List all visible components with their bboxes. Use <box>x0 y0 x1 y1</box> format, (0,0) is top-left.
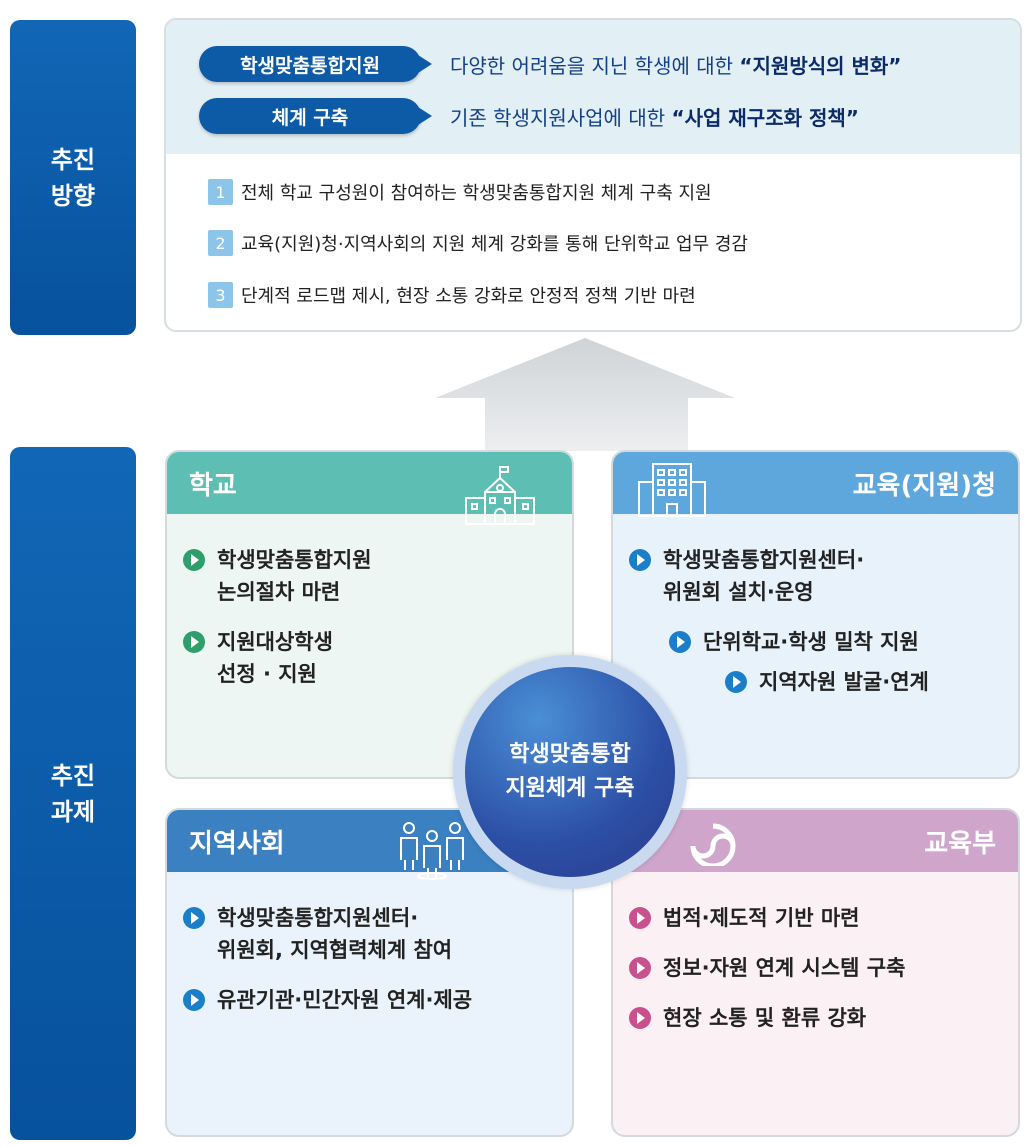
card-title: 지역사회 <box>189 828 285 859</box>
item-text: 유관기관·민간자원 연계·제공 <box>217 988 473 1012</box>
item-text: 학생맞춤통합지원센터· 위원회, 지역협력체계 참여 <box>217 906 453 962</box>
bullet-play-icon <box>183 907 205 929</box>
list-item: 학생맞춤통합지원센터· 위원회, 지역협력체계 참여 <box>183 902 572 966</box>
item-text: 지원대상학생 선정 · 지원 <box>217 630 333 686</box>
pill-emphasis: “지원방식의 변화” <box>739 54 902 78</box>
bullet-play-icon <box>669 631 691 653</box>
arrow-right-icon <box>418 55 432 73</box>
direction-item-text: 교육(지원)청·지역사회의 지원 체계 강화를 통해 단위학교 업무 경감 <box>241 234 748 255</box>
pill-emphasis: “사업 재구조화 정책” <box>671 106 859 130</box>
arrow-right-icon <box>418 107 432 125</box>
bullet-play-icon <box>629 549 651 571</box>
list-item: 현장 소통 및 환류 강화 <box>629 1002 1018 1034</box>
item-text: 현장 소통 및 환류 강화 <box>663 1006 867 1030</box>
bullet-play-icon <box>629 957 651 979</box>
pill-system-build: 체계 구축 <box>199 98 421 134</box>
center-goal-circle: 학생맞춤통합 지원체계 구축 <box>453 655 687 889</box>
bullet-play-icon <box>629 907 651 929</box>
bullet-play-icon <box>629 1007 651 1029</box>
list-item: 학생맞춤통합지원센터· 위원회 설치·운영 <box>629 544 1018 608</box>
direction-panel: 학생맞춤통합지원 다양한 어려움을 지닌 학생에 대한 “지원방식의 변화” 체… <box>164 18 1022 332</box>
list-item: 단위학교·학생 밀착 지원 <box>669 626 1018 658</box>
card-title: 학교 <box>189 470 237 501</box>
people-icon <box>400 822 464 880</box>
item-text: 법적·제도적 기반 마련 <box>663 906 860 930</box>
item-text: 학생맞춤통합지원 논의절차 마련 <box>217 548 372 604</box>
card-community: 지역사회 학생맞춤통합지원센터· 위원회, 지역협력체계 참여 유관기관·민간자… <box>165 808 574 1137</box>
list-item: 학생맞춤통합지원 논의절차 마련 <box>183 544 572 608</box>
list-item: 유관기관·민간자원 연계·제공 <box>183 984 572 1016</box>
direction-item: 1 전체 학교 구성원이 참여하는 학생맞춤통합지원 체계 구축 지원 <box>208 179 712 205</box>
pill-description: 다양한 어려움을 지닌 학생에 대한 “지원방식의 변화” <box>450 50 901 79</box>
direction-label: 추진 방향 <box>10 20 136 335</box>
card-title: 교육(지원)청 <box>852 470 996 501</box>
list-item: 지역자원 발굴·연계 <box>725 666 1018 698</box>
bullet-play-icon <box>183 989 205 1011</box>
number-badge: 3 <box>208 282 233 308</box>
card-title: 교육부 <box>924 828 996 859</box>
item-text: 학생맞춤통합지원센터· 위원회 설치·운영 <box>663 548 865 604</box>
item-text: 정보·자원 연계 시스템 구축 <box>663 956 906 980</box>
school-icon <box>465 466 535 525</box>
bullet-play-icon <box>725 671 747 693</box>
office-building-icon <box>638 463 706 517</box>
bullet-play-icon <box>183 631 205 653</box>
pill-text: 다양한 어려움을 지닌 학생에 대한 <box>450 54 740 78</box>
list-item: 정보·자원 연계 시스템 구축 <box>629 952 1018 984</box>
direction-item-text: 단계적 로드맵 제시, 현장 소통 강화로 안정적 정책 기반 마련 <box>241 286 696 307</box>
pill-student-support: 학생맞춤통합지원 <box>199 46 421 82</box>
pill-description: 기존 학생지원사업에 대한 “사업 재구조화 정책” <box>450 102 859 131</box>
card-education-office: 교육(지원)청 학생맞춤통합지원센터· 위원회 설치·운영 단위학교·학생 밀착… <box>611 450 1020 779</box>
center-goal-text: 학생맞춤통합 지원체계 구축 <box>465 667 675 877</box>
government-emblem-icon <box>690 823 736 866</box>
bullet-play-icon <box>183 549 205 571</box>
direction-item: 2 교육(지원)청·지역사회의 지원 체계 강화를 통해 단위학교 업무 경감 <box>208 230 748 256</box>
card-ministry-of-education: 교육부 법적·제도적 기반 마련 정보·자원 연계 시스템 구축 현장 소통 및… <box>611 808 1020 1137</box>
item-text: 단위학교·학생 밀착 지원 <box>703 630 919 654</box>
number-badge: 1 <box>208 179 233 205</box>
item-text: 지역자원 발굴·연계 <box>759 670 929 694</box>
direction-item: 3 단계적 로드맵 제시, 현장 소통 강화로 안정적 정책 기반 마련 <box>208 282 696 308</box>
list-item: 지원대상학생 선정 · 지원 <box>183 626 572 690</box>
up-arrow-icon <box>435 338 735 451</box>
direction-item-text: 전체 학교 구성원이 참여하는 학생맞춤통합지원 체계 구축 지원 <box>241 183 712 204</box>
tasks-label: 추진 과제 <box>10 447 136 1140</box>
list-item: 법적·제도적 기반 마련 <box>629 902 1018 934</box>
number-badge: 2 <box>208 230 233 256</box>
pill-text: 기존 학생지원사업에 대한 <box>450 106 672 130</box>
